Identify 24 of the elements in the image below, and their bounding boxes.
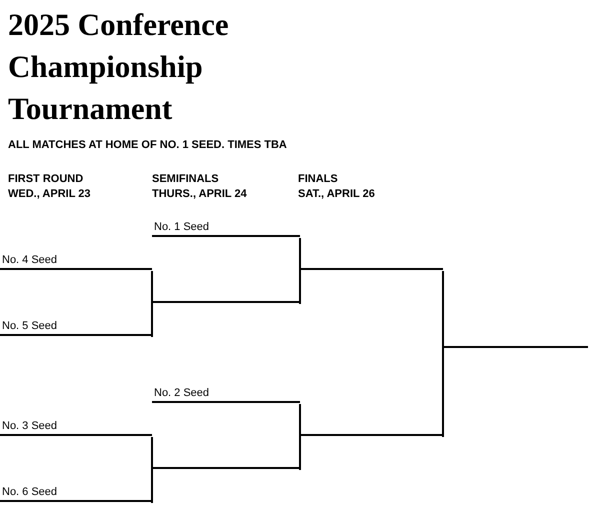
seed-slot: No. 6 Seed bbox=[0, 484, 152, 502]
seed-slot: No. 1 Seed bbox=[152, 219, 300, 237]
bracket-connector bbox=[442, 271, 444, 349]
seed-slot: No. 2 Seed bbox=[152, 385, 300, 403]
bracket-connector bbox=[299, 404, 301, 437]
seed-slot: No. 4 Seed bbox=[0, 252, 152, 270]
bracket-connector bbox=[299, 271, 301, 304]
seed-slot: No. 3 Seed bbox=[0, 418, 152, 436]
bracket-connector bbox=[299, 238, 301, 271]
bracket-connector bbox=[299, 437, 301, 470]
column-heading: FINALS bbox=[298, 173, 338, 185]
column-heading: FIRST ROUND bbox=[8, 173, 84, 185]
bracket-connector bbox=[151, 470, 153, 503]
date-label: WED., APRIL 23 bbox=[8, 188, 91, 200]
title: 2025 Conference Championship Tournament bbox=[8, 6, 230, 128]
bracket-connector bbox=[151, 437, 153, 470]
seed-slot: No. 5 Seed bbox=[0, 318, 152, 336]
date-label: SAT., APRIL 26 bbox=[298, 188, 375, 200]
note: ALL MATCHES AT HOME OF NO. 1 SEED. TIMES TBA bbox=[8, 139, 287, 151]
date-label: THURS., APRIL 24 bbox=[152, 188, 247, 200]
bracket-connector bbox=[151, 271, 153, 304]
column-heading: SEMIFINALS bbox=[152, 173, 219, 185]
bracket-connector bbox=[442, 349, 444, 437]
bracket-connector bbox=[151, 304, 153, 337]
